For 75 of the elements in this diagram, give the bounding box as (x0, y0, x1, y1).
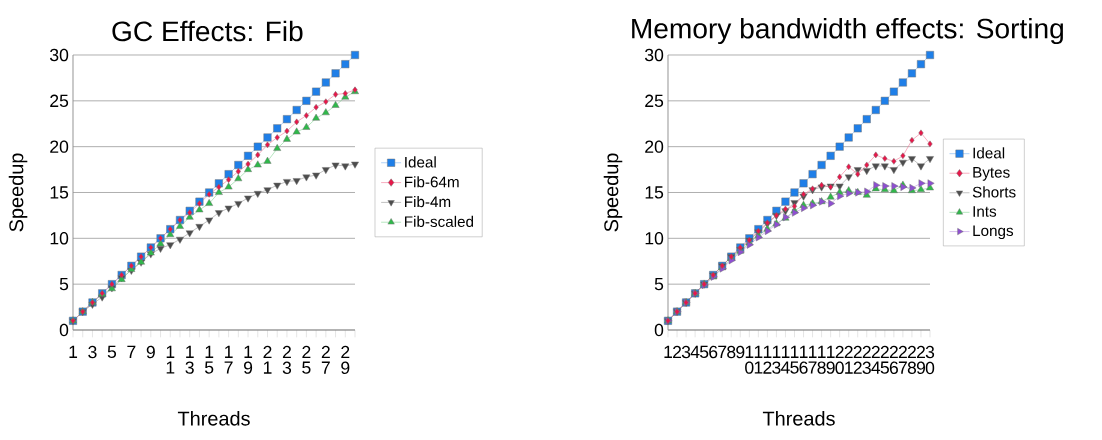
x-tick-label: 4 (690, 345, 700, 358)
x-tick-label: 1 1 (166, 345, 175, 374)
x-tick-label: 2 5 (302, 345, 311, 374)
legend-label: Bytes (973, 167, 1010, 181)
x-tick-label: 1 3 (185, 345, 194, 374)
x-tick-label: 1 7 (224, 345, 233, 374)
y-axis-title: Speedup (603, 153, 623, 232)
y-tick-label: 0 (59, 323, 69, 337)
y-tick-label: 5 (654, 278, 664, 291)
y-axis-title: Speedup (8, 153, 28, 232)
x-tick-label: 1 6 (799, 345, 808, 374)
y-tick-label: 10 (50, 232, 69, 245)
x-tick-label: 7 (127, 345, 136, 358)
x-axis-title: Threads (177, 411, 250, 426)
legend-label: Fib-scaled (405, 215, 474, 228)
legend-label: Fib-64m (405, 176, 459, 188)
legend-label: Longs (973, 225, 1014, 240)
y-tick-label: 30 (49, 48, 69, 62)
x-axis-title: Threads (762, 411, 835, 426)
x-tick-label: 2 7 (321, 345, 330, 374)
x-tick-label: 1 4 (780, 345, 790, 374)
x-tick-label: 2 9 (341, 345, 350, 375)
x-tick-label: 9 (736, 345, 745, 359)
x-tick-label: 2 1 (263, 345, 272, 374)
y-tick-label: 25 (50, 94, 69, 108)
x-tick-label: 3 0 (925, 345, 935, 375)
y-tick-label: 20 (645, 140, 664, 153)
legend-label: Ints (973, 206, 997, 217)
line-chart: Memory bandwidth effects: Sorting 1234567891 0 1 1 1 2 1 3 1 4 1 5 1 6 1 7 1 8 1 9 2 0 2 1 2 2 2 3 2 4 2 5 2 6 2 7 2 8 2 9 3 0 0 5 10 15 20 25 30 Threads Speedup Ideal Bytes Shorts Ints Longs (603, 17, 1063, 426)
x-tick-label: 1 (664, 345, 673, 358)
legend-label: Ideal (405, 156, 436, 168)
x-tick-label: 6 (709, 345, 718, 359)
chart-title: Memory bandwidth effects: Sorting (632, 17, 1063, 45)
y-tick-label: 15 (50, 186, 69, 199)
y-tick-label: 10 (645, 232, 664, 245)
y-tick-label: 5 (59, 278, 69, 291)
x-tick-label: 2 3 (862, 345, 871, 375)
legend-label: Fib-4m (405, 196, 451, 208)
x-tick-label: 1 0 (745, 345, 754, 374)
x-tick-label: 1 1 (754, 345, 763, 374)
x-tick-label: 2 7 (898, 345, 907, 374)
x-tick-label: 2 1 (844, 345, 853, 374)
x-tick-label: 1 9 (826, 345, 835, 374)
x-tick-label: 1 7 (808, 345, 817, 374)
legend-label: Ideal (973, 147, 1005, 159)
x-tick-label: 1 9 (243, 345, 253, 374)
x-tick-label: 1 5 (790, 345, 799, 374)
x-tick-label: 1 3 (772, 345, 781, 374)
x-tick-label: 2 6 (889, 345, 898, 375)
x-tick-label: 2 3 (282, 345, 292, 375)
x-tick-label: 2 2 (853, 345, 862, 374)
x-tick-label: 2 0 (835, 345, 844, 375)
y-tick-label: 30 (644, 48, 664, 62)
x-tick-label: 7 (718, 345, 727, 358)
x-tick-label: 3 (88, 345, 97, 359)
x-tick-label: 2 4 (871, 345, 881, 374)
y-tick-label: 25 (645, 94, 664, 108)
y-tick-label: 15 (645, 186, 664, 199)
x-tick-label: 3 (681, 345, 691, 359)
x-tick-label: 2 5 (880, 345, 889, 374)
x-tick-label: 1 2 (763, 345, 772, 374)
y-tick-label: 0 (654, 323, 664, 337)
x-tick-label: 1 (69, 345, 78, 358)
x-tick-label: 2 9 (916, 345, 926, 375)
x-tick-label: 5 (107, 345, 117, 359)
x-tick-label: 9 (146, 345, 155, 359)
x-tick-label: 2 8 (907, 345, 917, 375)
chart-title: GC Effects: Fib (112, 20, 303, 42)
x-tick-label: 2 (673, 345, 682, 359)
x-tick-label: 8 (727, 345, 736, 359)
y-tick-label: 20 (50, 140, 69, 153)
x-tick-label: 5 (699, 345, 709, 359)
x-tick-label: 1 5 (204, 345, 214, 374)
x-tick-label: 1 8 (817, 345, 826, 374)
legend-label: Shorts (972, 186, 1016, 198)
